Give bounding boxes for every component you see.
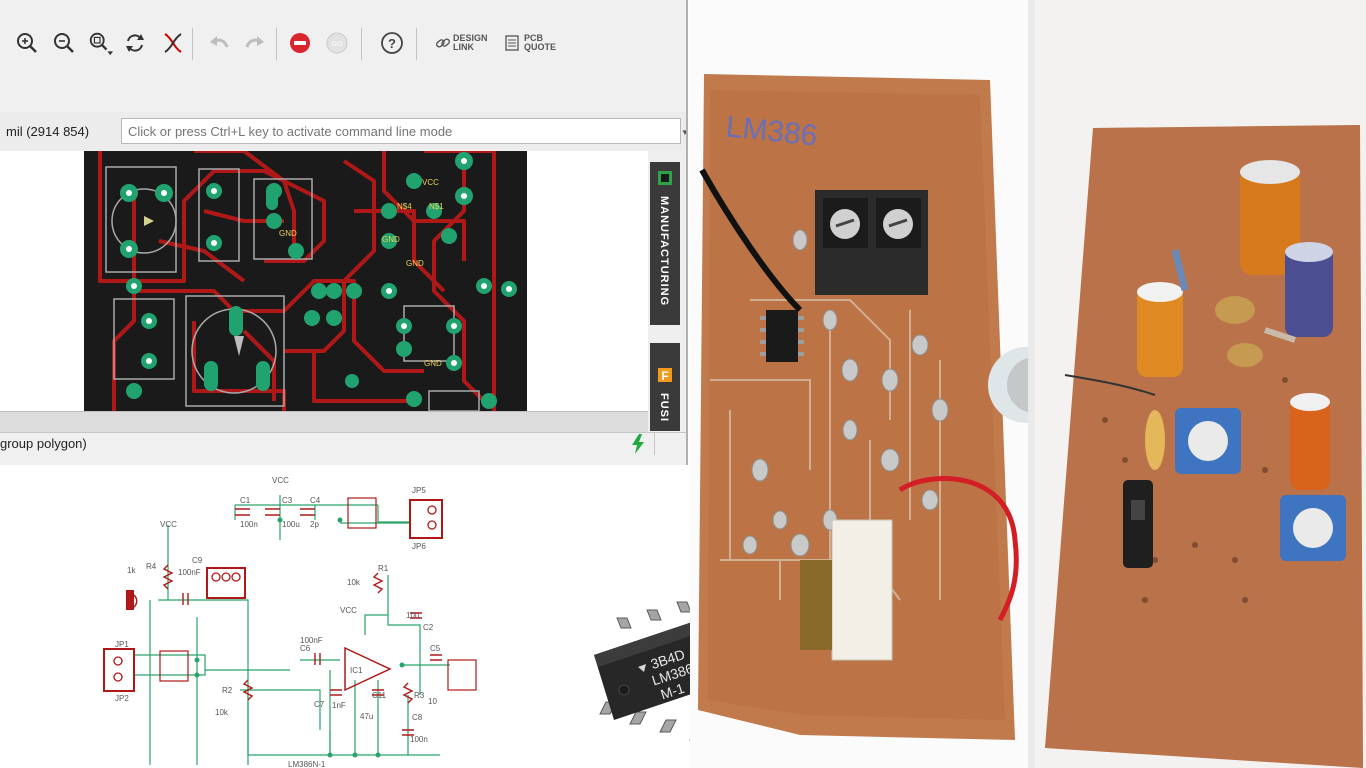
redraw-icon[interactable]: [122, 30, 148, 56]
schematic-label-v100u: 100u: [282, 520, 300, 529]
schematic-label-r1: R1: [378, 564, 389, 573]
toolbar-gap: [0, 88, 688, 113]
chevron-down-icon[interactable]: ▼: [681, 128, 688, 137]
undo-icon[interactable]: [206, 30, 232, 56]
schematic-label-v10: 10: [428, 697, 437, 706]
schematic-label-v1k: 1k: [127, 566, 136, 575]
board-label-n1: N$1: [429, 202, 444, 211]
schematic-label-r2: R2: [222, 686, 233, 695]
toolbar-separator: [361, 28, 362, 60]
svg-text:?: ?: [388, 36, 396, 51]
toolbar: GO ? DESIGN LINK PCB QUOTE: [0, 0, 688, 89]
schematic-label-jp5: JP5: [412, 486, 426, 495]
schematic-label-v100n-2: 100n: [410, 735, 428, 744]
board-label-gnd: GND: [382, 235, 400, 244]
coordinate-readout: mil (2914 854): [6, 124, 90, 139]
ratsnest-icon[interactable]: [160, 30, 186, 56]
schematic-label-c2: C2: [423, 623, 434, 632]
board-label-gnd-2: GND: [406, 259, 424, 268]
board-label-gnd-3: GND: [424, 359, 442, 368]
schematic-label-vcc: VCC: [272, 476, 289, 485]
fusion-tab[interactable]: F FUSI: [650, 343, 680, 431]
schematic-label-c4: C4: [310, 496, 321, 505]
design-link-label-1: DESIGN: [453, 33, 488, 43]
toolbar-separator: [192, 28, 193, 60]
schematic-label-jp1: JP1: [115, 640, 129, 649]
schematic-label-r3: R3: [414, 691, 425, 700]
schematic-label-ic1: IC1: [350, 666, 363, 675]
help-icon[interactable]: ?: [379, 30, 405, 56]
command-line-input[interactable]: [121, 118, 681, 144]
eda-window: GO ? DESIGN LINK PCB QUOTE mil (2914 854…: [0, 0, 688, 465]
schematic-label-v100nf-2: 100nF: [300, 636, 323, 645]
schematic-panel: VCC VCC VCC C1 C3 C4 100n 100u 2p JP5 JP…: [0, 465, 580, 768]
schematic-label-jp2: JP2: [115, 694, 129, 703]
schematic-label-c1: C1: [240, 496, 251, 505]
board-label-n4: N$4: [397, 202, 412, 211]
photo-divider: [1028, 0, 1038, 768]
schematic-label-vcc-2: VCC: [160, 520, 177, 529]
schematic-drawing: VCC VCC VCC C1 C3 C4 100n 100u 2p JP5 JP…: [103, 476, 477, 768]
schematic-label-jp6: JP6: [412, 542, 426, 551]
schematic-part-name: LM386N-1: [288, 760, 326, 768]
schematic-label-c3: C3: [282, 496, 293, 505]
zoom-out-icon[interactable]: [51, 30, 77, 56]
manufacturing-icon: [658, 171, 672, 185]
svg-text:F: F: [661, 369, 668, 383]
board-canvas[interactable]: VCC N$4 GND GND GND N$1 GND: [0, 151, 648, 411]
board-photo-component-side: [1035, 0, 1366, 768]
schematic-label-c7: C7: [314, 700, 325, 709]
stop-icon[interactable]: [287, 30, 313, 56]
redo-icon[interactable]: [242, 30, 268, 56]
pcb-quote-button[interactable]: PCB QUOTE: [524, 34, 556, 52]
zoom-window-icon[interactable]: [87, 30, 113, 56]
fusion-icon: F: [658, 368, 672, 383]
pcb-quote-label-2: QUOTE: [524, 42, 557, 52]
status-bar: [0, 432, 688, 458]
schematic-label-v10k: 10k: [215, 708, 229, 717]
chip-marking-3: M-1: [658, 680, 686, 703]
schematic-label-v10k-2: 10k: [347, 578, 361, 587]
design-link-label-2: LINK: [453, 42, 474, 52]
board-label-gnd-4: GND: [279, 229, 297, 238]
svg-text:GO: GO: [332, 41, 343, 48]
design-link-button[interactable]: DESIGN LINK: [453, 34, 488, 52]
manufacturing-tab-label: MANUFACTURING: [658, 196, 670, 307]
schematic-label-v1nf: 1nF: [332, 701, 346, 710]
schematic-label-v2p: 2p: [310, 520, 319, 529]
schematic-label-v10u: 10u: [406, 611, 419, 620]
schematic-label-c9: C9: [192, 556, 203, 565]
status-cell: [654, 433, 681, 455]
lightning-bolt-icon[interactable]: [626, 433, 650, 455]
link-icon[interactable]: [434, 30, 452, 56]
toolbar-separator: [416, 28, 417, 60]
schematic-label-c5: C5: [430, 644, 441, 653]
pcb-quote-label-1: PCB: [524, 33, 544, 43]
board-photo-solder-side: LM386: [690, 0, 1035, 768]
schematic-label-v47u: 47u: [360, 712, 373, 721]
schematic-label-r4: R4: [146, 562, 157, 571]
pcb-layout: VCC N$4 GND GND GND N$1 GND: [98, 151, 517, 411]
go-icon[interactable]: GO: [324, 30, 350, 56]
horizontal-scrollbar[interactable]: [0, 411, 648, 432]
manufacturing-tab[interactable]: MANUFACTURING: [650, 162, 680, 325]
toolbar-separator: [276, 28, 277, 60]
schematic-label-c11: C11: [372, 691, 387, 700]
fusion-tab-label: FUSI: [658, 393, 670, 423]
status-text: group polygon): [0, 436, 87, 451]
window-edge: [686, 0, 688, 465]
schematic-label-vcc-3: VCC: [340, 606, 357, 615]
schematic-label-v100n: 100n: [240, 520, 258, 529]
quote-icon[interactable]: [503, 30, 521, 56]
schematic-label-v100nf: 100nF: [178, 568, 201, 577]
zoom-in-icon[interactable]: [14, 30, 40, 56]
schematic-label-c8: C8: [412, 713, 423, 722]
board-label-vcc: VCC: [422, 178, 439, 187]
schematic-label-c6: C6: [300, 644, 311, 653]
